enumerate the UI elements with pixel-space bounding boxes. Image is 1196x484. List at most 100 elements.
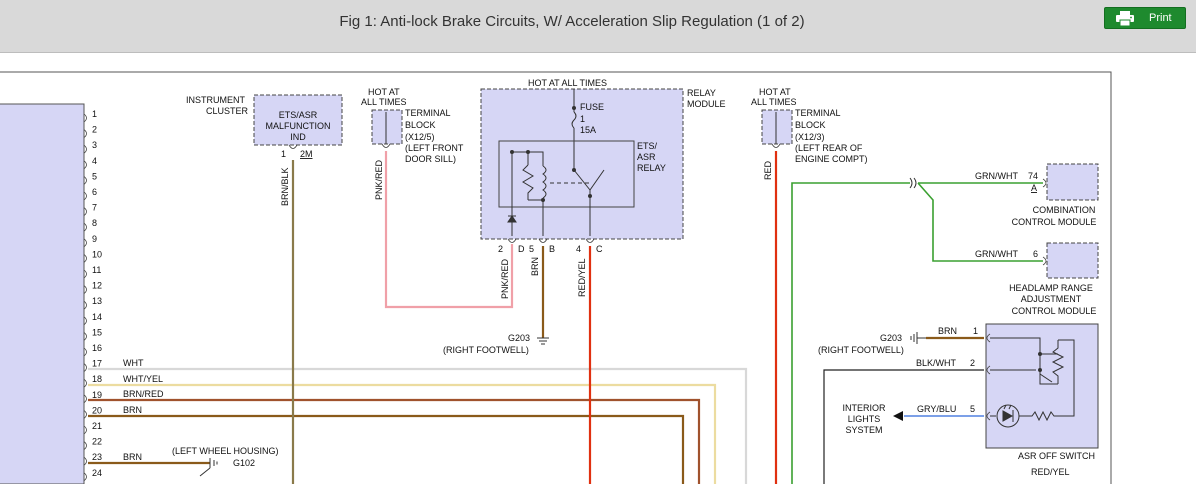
pin-connector (83, 269, 87, 279)
pin-number: 4 (92, 156, 97, 166)
interior-label-3: SYSTEM (845, 425, 882, 435)
wire-label-brn-relay: BRN (530, 257, 540, 276)
pin-connector (83, 222, 87, 232)
wire-label-pnk-red-relay: PNK/RED (500, 258, 510, 299)
wire-label-19: BRN/RED (123, 389, 164, 399)
instrument-cluster-box (253, 94, 343, 146)
sheet-border (0, 71, 1112, 484)
pin-connector (83, 347, 87, 357)
instrument-title-2: CLUSTER (206, 106, 249, 116)
instrument-box-1: ETS/ASR (279, 110, 318, 120)
left-component-box (0, 103, 85, 484)
fuse-3: 15A (580, 125, 596, 135)
term-right-4: (LEFT REAR OF (795, 143, 863, 153)
pin-number: 11 (92, 265, 101, 275)
ground-g203-symbol (537, 337, 549, 345)
instrument-pin-letter: 2M (300, 149, 313, 159)
instrument-connector (288, 144, 298, 149)
pin-number: 5 (92, 171, 97, 181)
pin-connector (83, 441, 87, 450)
relay-module-2: MODULE (687, 99, 726, 109)
pin-number: 13 (92, 296, 102, 306)
print-button[interactable]: Print (1104, 7, 1186, 29)
wire-label-23: BRN (123, 452, 142, 462)
combo-pin-letter: A (1031, 183, 1037, 193)
term-right-5: ENGINE COMPT) (795, 154, 868, 164)
wire-wht-yel (88, 383, 717, 484)
asr-bottom-wire: RED/YEL (1031, 467, 1070, 477)
relay-label-1: ETS/ (637, 141, 658, 151)
wiring-diagram: WHT WHT/YEL BRN/RED BRN BRN (LEFT WHEEL … (0, 71, 1112, 484)
wire-label-brn-blk: BRN/BLK (280, 167, 290, 206)
pin-number: 17 (92, 359, 102, 369)
term-left-connector (381, 143, 391, 148)
asr-off-switch-box (985, 323, 1099, 449)
interior-lights-arrow (893, 411, 903, 421)
wire-label-red-yel: RED/YEL (577, 258, 587, 297)
pin-connector (83, 472, 87, 482)
pin-connector (83, 207, 87, 216)
pin-number: 15 (92, 327, 102, 337)
term-right-connector (771, 143, 781, 148)
wire-label-20: BRN (123, 405, 142, 415)
pin-connector (83, 300, 87, 310)
term-right-hot-2: ALL TIMES (751, 97, 797, 107)
pin-number: 8 (92, 218, 97, 228)
pin-number: 1 (92, 109, 97, 119)
combo-label-1: COMBINATION (1033, 205, 1096, 215)
pin-connector (83, 254, 87, 263)
asr-wire-5: GRY/BLU (917, 404, 956, 414)
asr-pin-2: 2 (970, 358, 975, 368)
instrument-pin: 1 (281, 149, 286, 159)
print-button-label: Print (1149, 12, 1172, 24)
pin-connector (83, 160, 87, 170)
headlamp-control-module-box (1046, 242, 1099, 279)
term-right-2: BLOCK (795, 120, 826, 130)
asr-ground-label: G203 (880, 333, 902, 343)
pin-number: 21 (92, 421, 102, 431)
pin-number: 9 (92, 234, 97, 244)
pin-connector (83, 285, 87, 294)
wire-splice-connector (909, 177, 917, 189)
relay-pin-4: 4 (576, 244, 581, 254)
interior-label-1: INTERIOR (842, 403, 886, 413)
asr-switch-internal (990, 337, 1075, 428)
ground-g102-label: G102 (233, 458, 255, 468)
wire-label-red-right: RED (763, 160, 773, 180)
relay-pin-5: 5 (529, 244, 534, 254)
asr-wire-2: BLK/WHT (916, 358, 957, 368)
pin-number: 22 (92, 437, 102, 447)
relay-module-box (480, 88, 684, 240)
pin-connector (83, 332, 87, 341)
relay-pin-2: 2 (498, 244, 503, 254)
pin-connector (83, 363, 87, 372)
headlamp-label-1: HEADLAMP RANGE (1009, 283, 1093, 293)
relay-connectors (507, 238, 595, 243)
pin-number: 14 (92, 312, 102, 322)
combo-pin: 74 (1028, 171, 1038, 181)
term-left-hot-2: ALL TIMES (361, 97, 407, 107)
pin-number: 7 (92, 203, 97, 213)
fuse-2: 1 (580, 114, 585, 124)
pin-list (83, 113, 87, 482)
printer-icon (1116, 11, 1134, 26)
term-left-2: BLOCK (405, 120, 436, 130)
combo-connector (1042, 178, 1047, 188)
term-right-3: (X12/3) (795, 132, 825, 142)
pin-connector (83, 144, 87, 154)
asr-connectors (986, 333, 991, 421)
page-title: Fig 1: Anti-lock Brake Circuits, W/ Acce… (339, 13, 805, 30)
pin-number: 10 (92, 249, 102, 259)
pin-connector (83, 176, 87, 185)
pin-connector (83, 238, 87, 248)
interior-label-2: LIGHTS (848, 414, 881, 424)
combo-label-2: CONTROL MODULE (1012, 217, 1097, 227)
asr-wire-1: BRN (938, 326, 957, 336)
ground-g102-location: (LEFT WHEEL HOUSING) (172, 446, 279, 456)
wire-pnk-red (384, 151, 514, 309)
relay-module-1: RELAY (687, 88, 716, 98)
combo-wire: GRN/WHT (975, 171, 1018, 181)
asr-pin-1: 1 (973, 326, 978, 336)
relay-pin-c: C (596, 244, 603, 254)
pin-number: 12 (92, 281, 102, 291)
